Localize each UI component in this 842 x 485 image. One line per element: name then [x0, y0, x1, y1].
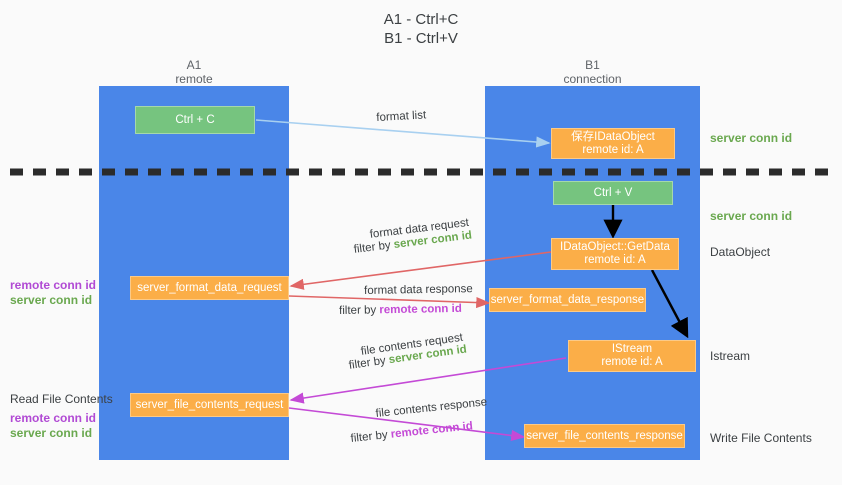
- label-server-conn-id-mid: server conn id: [710, 209, 793, 223]
- title-line-2: B1 - Ctrl+V: [384, 30, 458, 47]
- edge-label-format-data-response-filter: filter by remote conn id: [339, 302, 462, 319]
- box-ctrl-c[interactable]: Ctrl + C: [135, 106, 255, 134]
- label-format-server-conn-id: server conn id: [10, 293, 93, 307]
- box-getdata[interactable]: IDataObject::GetData remote id: A: [551, 238, 679, 270]
- box-getdata-line2: remote id: A: [584, 254, 646, 266]
- box-ctrl-v[interactable]: Ctrl + V: [553, 181, 673, 205]
- box-server-file-contents-request[interactable]: server_file_contents_request: [130, 393, 289, 417]
- column-b1-sub: connection: [563, 72, 622, 86]
- filter-prefix-3: filter by: [348, 354, 390, 372]
- column-header-a1: A1 remote: [99, 58, 289, 86]
- box-getdata-line1: IDataObject::GetData: [560, 241, 670, 253]
- box-istream-line2: remote id: A: [601, 356, 663, 368]
- box-ctrl-v-label: Ctrl + V: [593, 186, 633, 199]
- label-file-conn-ids: remote conn id server conn id: [10, 411, 96, 441]
- box-server-format-data-response-label: server_format_data_response: [490, 293, 645, 306]
- edge-label-file-contents-response-filter: filter by remote conn id: [350, 419, 474, 447]
- column-b1-name: B1: [585, 58, 600, 72]
- box-ctrl-c-label: Ctrl + C: [175, 113, 215, 126]
- label-format-remote-conn-id: remote conn id: [10, 278, 97, 292]
- diagram-title: A1 - Ctrl+C B1 - Ctrl+V: [0, 10, 842, 48]
- filter-prefix-4: filter by: [350, 428, 392, 445]
- box-server-format-data-request[interactable]: server_format_data_request: [130, 276, 289, 300]
- label-format-conn-ids: remote conn id server conn id: [10, 278, 96, 308]
- column-a1-name: A1: [186, 58, 202, 72]
- box-save-idataobject-line1: 保存IDataObject: [571, 130, 655, 143]
- label-file-server-conn-id: server conn id: [10, 426, 93, 440]
- column-a1-sub: remote: [175, 72, 213, 86]
- edge-label-format-list: format list: [376, 109, 427, 124]
- box-server-file-contents-request-label: server_file_contents_request: [135, 398, 284, 411]
- filter-prefix-1: filter by: [353, 239, 395, 256]
- label-istream: Istream: [710, 349, 751, 363]
- box-server-format-data-request-label: server_format_data_request: [137, 281, 282, 294]
- label-server-conn-id-top: server conn id: [710, 131, 793, 145]
- filter-key-remote-conn-id-2: remote conn id: [390, 420, 474, 441]
- filter-prefix-2: filter by: [339, 304, 380, 317]
- title-line-1: A1 - Ctrl+C: [383, 11, 459, 28]
- label-dataobject: DataObject: [710, 245, 771, 259]
- filter-key-remote-conn-id-1: remote conn id: [379, 302, 462, 317]
- box-server-file-contents-response[interactable]: server_file_contents_response: [524, 424, 685, 448]
- label-file-remote-conn-id: remote conn id: [10, 411, 97, 425]
- edge-label-file-contents-response: file contents response: [375, 396, 488, 420]
- box-server-file-contents-response-label: server_file_contents_response: [526, 429, 683, 442]
- box-server-format-data-response[interactable]: server_format_data_response: [489, 288, 646, 312]
- column-header-b1: B1 connection: [485, 58, 700, 86]
- label-write-file-contents: Write File Contents: [710, 431, 812, 445]
- box-istream[interactable]: IStream remote id: A: [568, 340, 696, 372]
- box-istream-line1: IStream: [611, 343, 653, 355]
- box-save-idataobject[interactable]: 保存IDataObject remote id: A: [551, 128, 675, 159]
- box-save-idataobject-line2: remote id: A: [582, 143, 644, 156]
- edge-label-format-data-response: format data response: [364, 283, 473, 297]
- label-read-file-contents: Read File Contents: [10, 392, 113, 406]
